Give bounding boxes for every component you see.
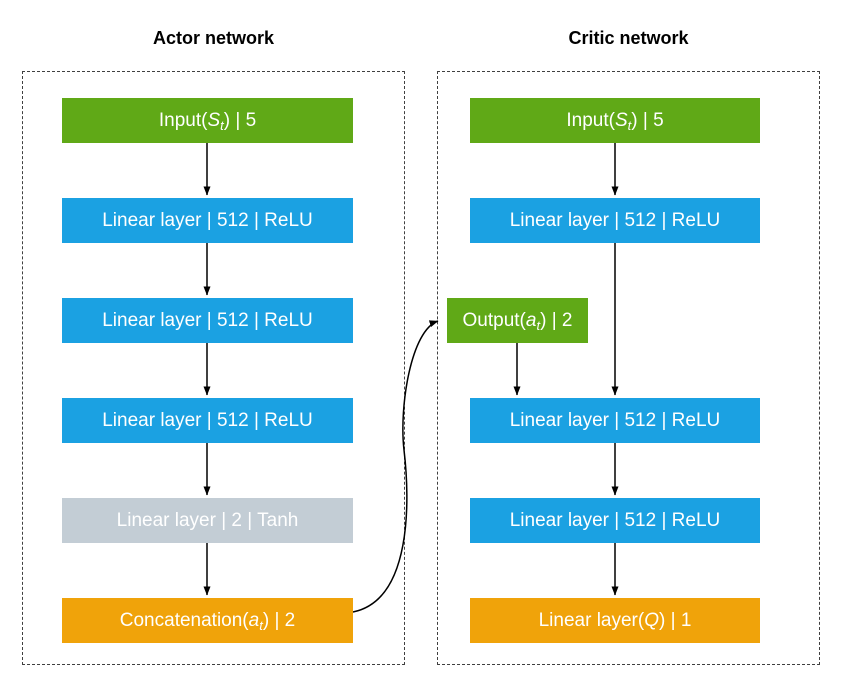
node-label: Linear layer | 512 | ReLU xyxy=(102,210,313,231)
label-var: Q xyxy=(644,610,659,631)
label-text: ) | 5 xyxy=(223,110,257,131)
node-critic-linear-3: Linear layer | 512 | ReLU xyxy=(470,498,760,543)
label-sub: t xyxy=(259,618,263,633)
node-label: Concatenation(at) | 2 xyxy=(119,610,296,633)
label-text: Linear layer | 512 | ReLU xyxy=(509,410,721,431)
label-sub: t xyxy=(220,118,224,133)
node-actor-linear-1: Linear layer | 512 | ReLU xyxy=(62,198,353,243)
node-label: Input(St) | 5 xyxy=(158,110,257,133)
node-label: Linear layer | 512 | ReLU xyxy=(102,310,313,331)
arrow-concat-to-output xyxy=(352,320,439,613)
actor-network-title: Actor network xyxy=(152,28,275,48)
label-var: a xyxy=(248,610,260,631)
label-text: Input( xyxy=(158,110,208,131)
label-sub: t xyxy=(536,318,541,333)
node-label: Input(St) | 5 xyxy=(566,110,664,133)
node-critic-input: Input(St) | 5 xyxy=(470,98,760,143)
label-text: Linear layer( xyxy=(538,610,645,631)
label-text: ) | 1 xyxy=(659,610,692,631)
node-actor-tanh: Linear layer | 2 | Tanh xyxy=(62,498,353,543)
label-text: Linear layer | 512 | ReLU xyxy=(509,510,721,531)
label-text: Output( xyxy=(462,310,526,331)
label-text: ) | 5 xyxy=(631,110,664,131)
node-critic-linear-2: Linear layer | 512 | ReLU xyxy=(470,398,760,443)
label-text: Linear layer | 512 | ReLU xyxy=(102,210,313,231)
node-label: Linear layer | 512 | ReLU xyxy=(510,410,721,431)
label-sub: t xyxy=(627,118,632,133)
node-actor-linear-3: Linear layer | 512 | ReLU xyxy=(62,398,353,443)
node-label: Linear layer | 512 | ReLU xyxy=(102,410,313,431)
node-label: Output(at) | 2 xyxy=(462,310,573,333)
label-text: Linear layer | 512 | ReLU xyxy=(102,310,313,331)
label-text: Input( xyxy=(566,110,615,131)
node-label: Linear layer | 2 | Tanh xyxy=(117,510,299,531)
node-actor-linear-2: Linear layer | 512 | ReLU xyxy=(62,298,353,343)
critic-network-title: Critic network xyxy=(568,28,689,48)
actor-network-frame xyxy=(22,71,405,665)
node-label: Linear layer(Q) | 1 xyxy=(539,610,692,631)
label-var: S xyxy=(614,110,628,131)
node-actor-input: Input(St) | 5 xyxy=(62,98,353,143)
node-actor-concat: Concatenation(at) | 2 xyxy=(62,598,353,643)
label-var: a xyxy=(525,310,537,331)
label-var: S xyxy=(207,110,221,131)
label-text: Linear layer | 512 | ReLU xyxy=(509,210,721,231)
label-text: ) | 2 xyxy=(262,610,296,631)
label-text: Linear layer | 2 | Tanh xyxy=(116,510,299,531)
node-label: Linear layer | 512 | ReLU xyxy=(510,210,721,231)
node-critic-q: Linear layer(Q) | 1 xyxy=(470,598,760,643)
label-text: Linear layer | 512 | ReLU xyxy=(102,410,313,431)
critic-network-frame xyxy=(437,71,820,665)
node-critic-linear-1: Linear layer | 512 | ReLU xyxy=(470,198,760,243)
label-text: ) | 2 xyxy=(540,310,573,331)
node-critic-action-output: Output(at) | 2 xyxy=(447,298,588,343)
label-text: Concatenation( xyxy=(119,610,249,631)
node-label: Linear layer | 512 | ReLU xyxy=(510,510,721,531)
